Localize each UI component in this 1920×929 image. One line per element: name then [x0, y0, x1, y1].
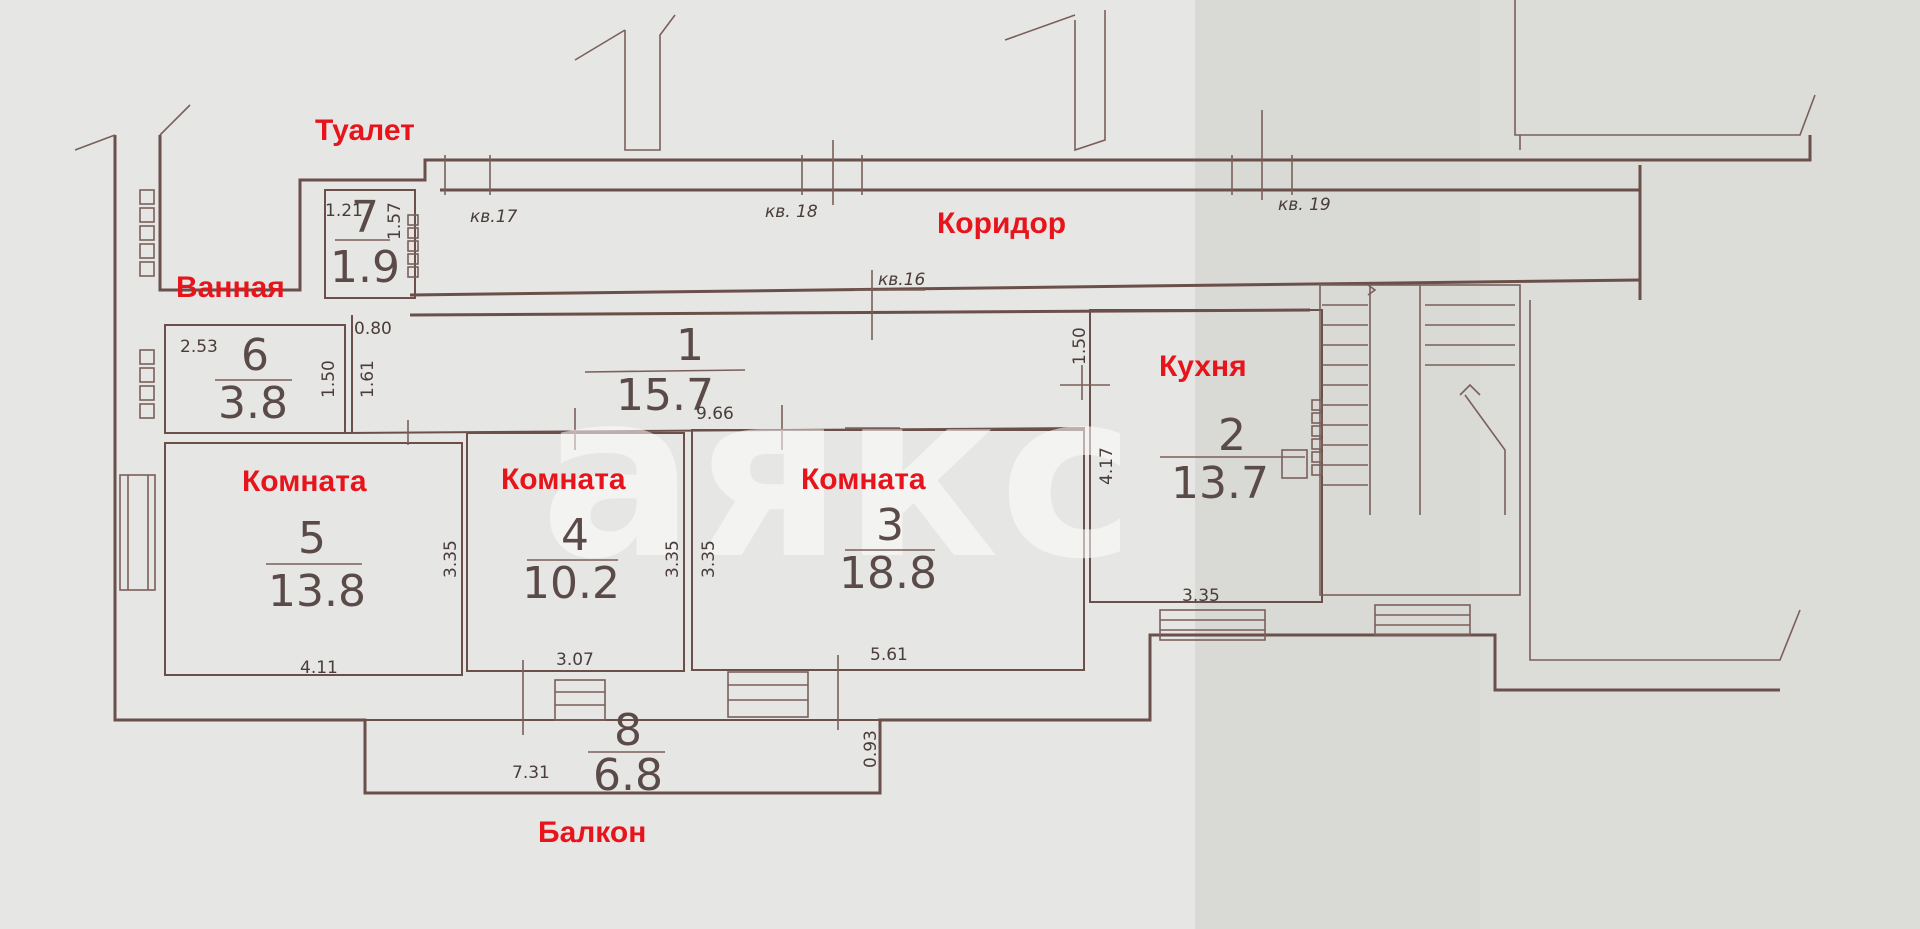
dim-307: 3.07: [556, 650, 594, 670]
dim-121: 1.21: [325, 201, 363, 221]
dim-150a: 1.50: [319, 360, 339, 398]
outer-walls: [74, 0, 1816, 795]
dim-561: 5.61: [870, 645, 908, 665]
vent-ducts: [139, 189, 1323, 479]
room-7-number: 7: [351, 192, 379, 243]
windows: [119, 474, 1471, 721]
room-8-area: 6.8: [593, 750, 663, 801]
room-7-area: 1.9: [330, 242, 400, 293]
room-2-number: 2: [1218, 410, 1246, 461]
balcony-label: Балкон: [538, 816, 646, 849]
dim-335-kitchen: 3.35: [1182, 586, 1220, 606]
dim-150b: 1.50: [1070, 327, 1090, 365]
dim-335-room3: 3.35: [699, 540, 719, 578]
room-5-area: 13.8: [268, 566, 366, 617]
dim-417: 4.17: [1097, 447, 1117, 485]
room-3-label: Комната: [801, 463, 926, 496]
bathroom-label: Ванная: [176, 271, 285, 304]
corridor-label: Коридор: [937, 207, 1066, 240]
room-4-number: 4: [561, 510, 589, 561]
room-6-number: 6: [241, 330, 269, 381]
toilet-label: Туалет: [315, 114, 415, 147]
room-3-area: 18.8: [839, 548, 937, 599]
dim-093: 0.93: [861, 730, 881, 768]
dim-335-room4: 3.35: [663, 540, 683, 578]
apartment-17: кв.17: [470, 207, 518, 227]
watermark: аякс: [540, 343, 1135, 610]
apartment-18: кв. 18: [765, 202, 818, 222]
room-2-area: 13.7: [1171, 458, 1269, 509]
room-1-area: 15.7: [616, 370, 714, 421]
dim-157: 1.57: [385, 202, 405, 240]
room-5-label: Комната: [242, 465, 367, 498]
paper-edge: [1480, 0, 1920, 929]
apartment-tags: кв.17 кв. 18 кв. 19 кв.16: [470, 195, 1331, 290]
room-6-area: 3.8: [218, 378, 288, 429]
room-4-label: Комната: [501, 463, 626, 496]
room-4-area: 10.2: [522, 558, 620, 609]
dim-966: 9.66: [696, 404, 734, 424]
apartment-19: кв. 19: [1278, 195, 1331, 215]
room-1-number: 1: [676, 320, 704, 371]
staircase: [1319, 284, 1521, 596]
room-5-number: 5: [298, 513, 326, 564]
door-marks: [407, 110, 1293, 735]
room-3-number: 3: [876, 500, 904, 551]
dim-411: 4.11: [300, 658, 338, 678]
dim-080: 0.80: [354, 319, 392, 339]
dim-253: 2.53: [180, 337, 218, 357]
room-8-number: 8: [614, 705, 642, 756]
dimension-labels: 1.21 1.57 0.80 2.53 1.50 1.61 9.66 1.50 …: [180, 201, 1220, 783]
room-labels: Туалет Ванная Коридор Кухня Комната Комн…: [176, 114, 1247, 849]
balcony-outline: [364, 719, 881, 794]
room-5-outline: [164, 442, 463, 676]
dim-161: 1.61: [358, 360, 378, 398]
kitchen-label: Кухня: [1159, 350, 1247, 383]
room-6-outline: [164, 324, 346, 434]
dim-731: 7.31: [512, 763, 550, 783]
room-7-outline: [324, 189, 416, 299]
dim-335-room5: 3.35: [441, 540, 461, 578]
room-numbers: 1 15.7 2 13.7 3 18.8 4 10.2 5 13.8 6 3.8…: [215, 192, 1305, 801]
apartment-16: кв.16: [878, 270, 926, 290]
